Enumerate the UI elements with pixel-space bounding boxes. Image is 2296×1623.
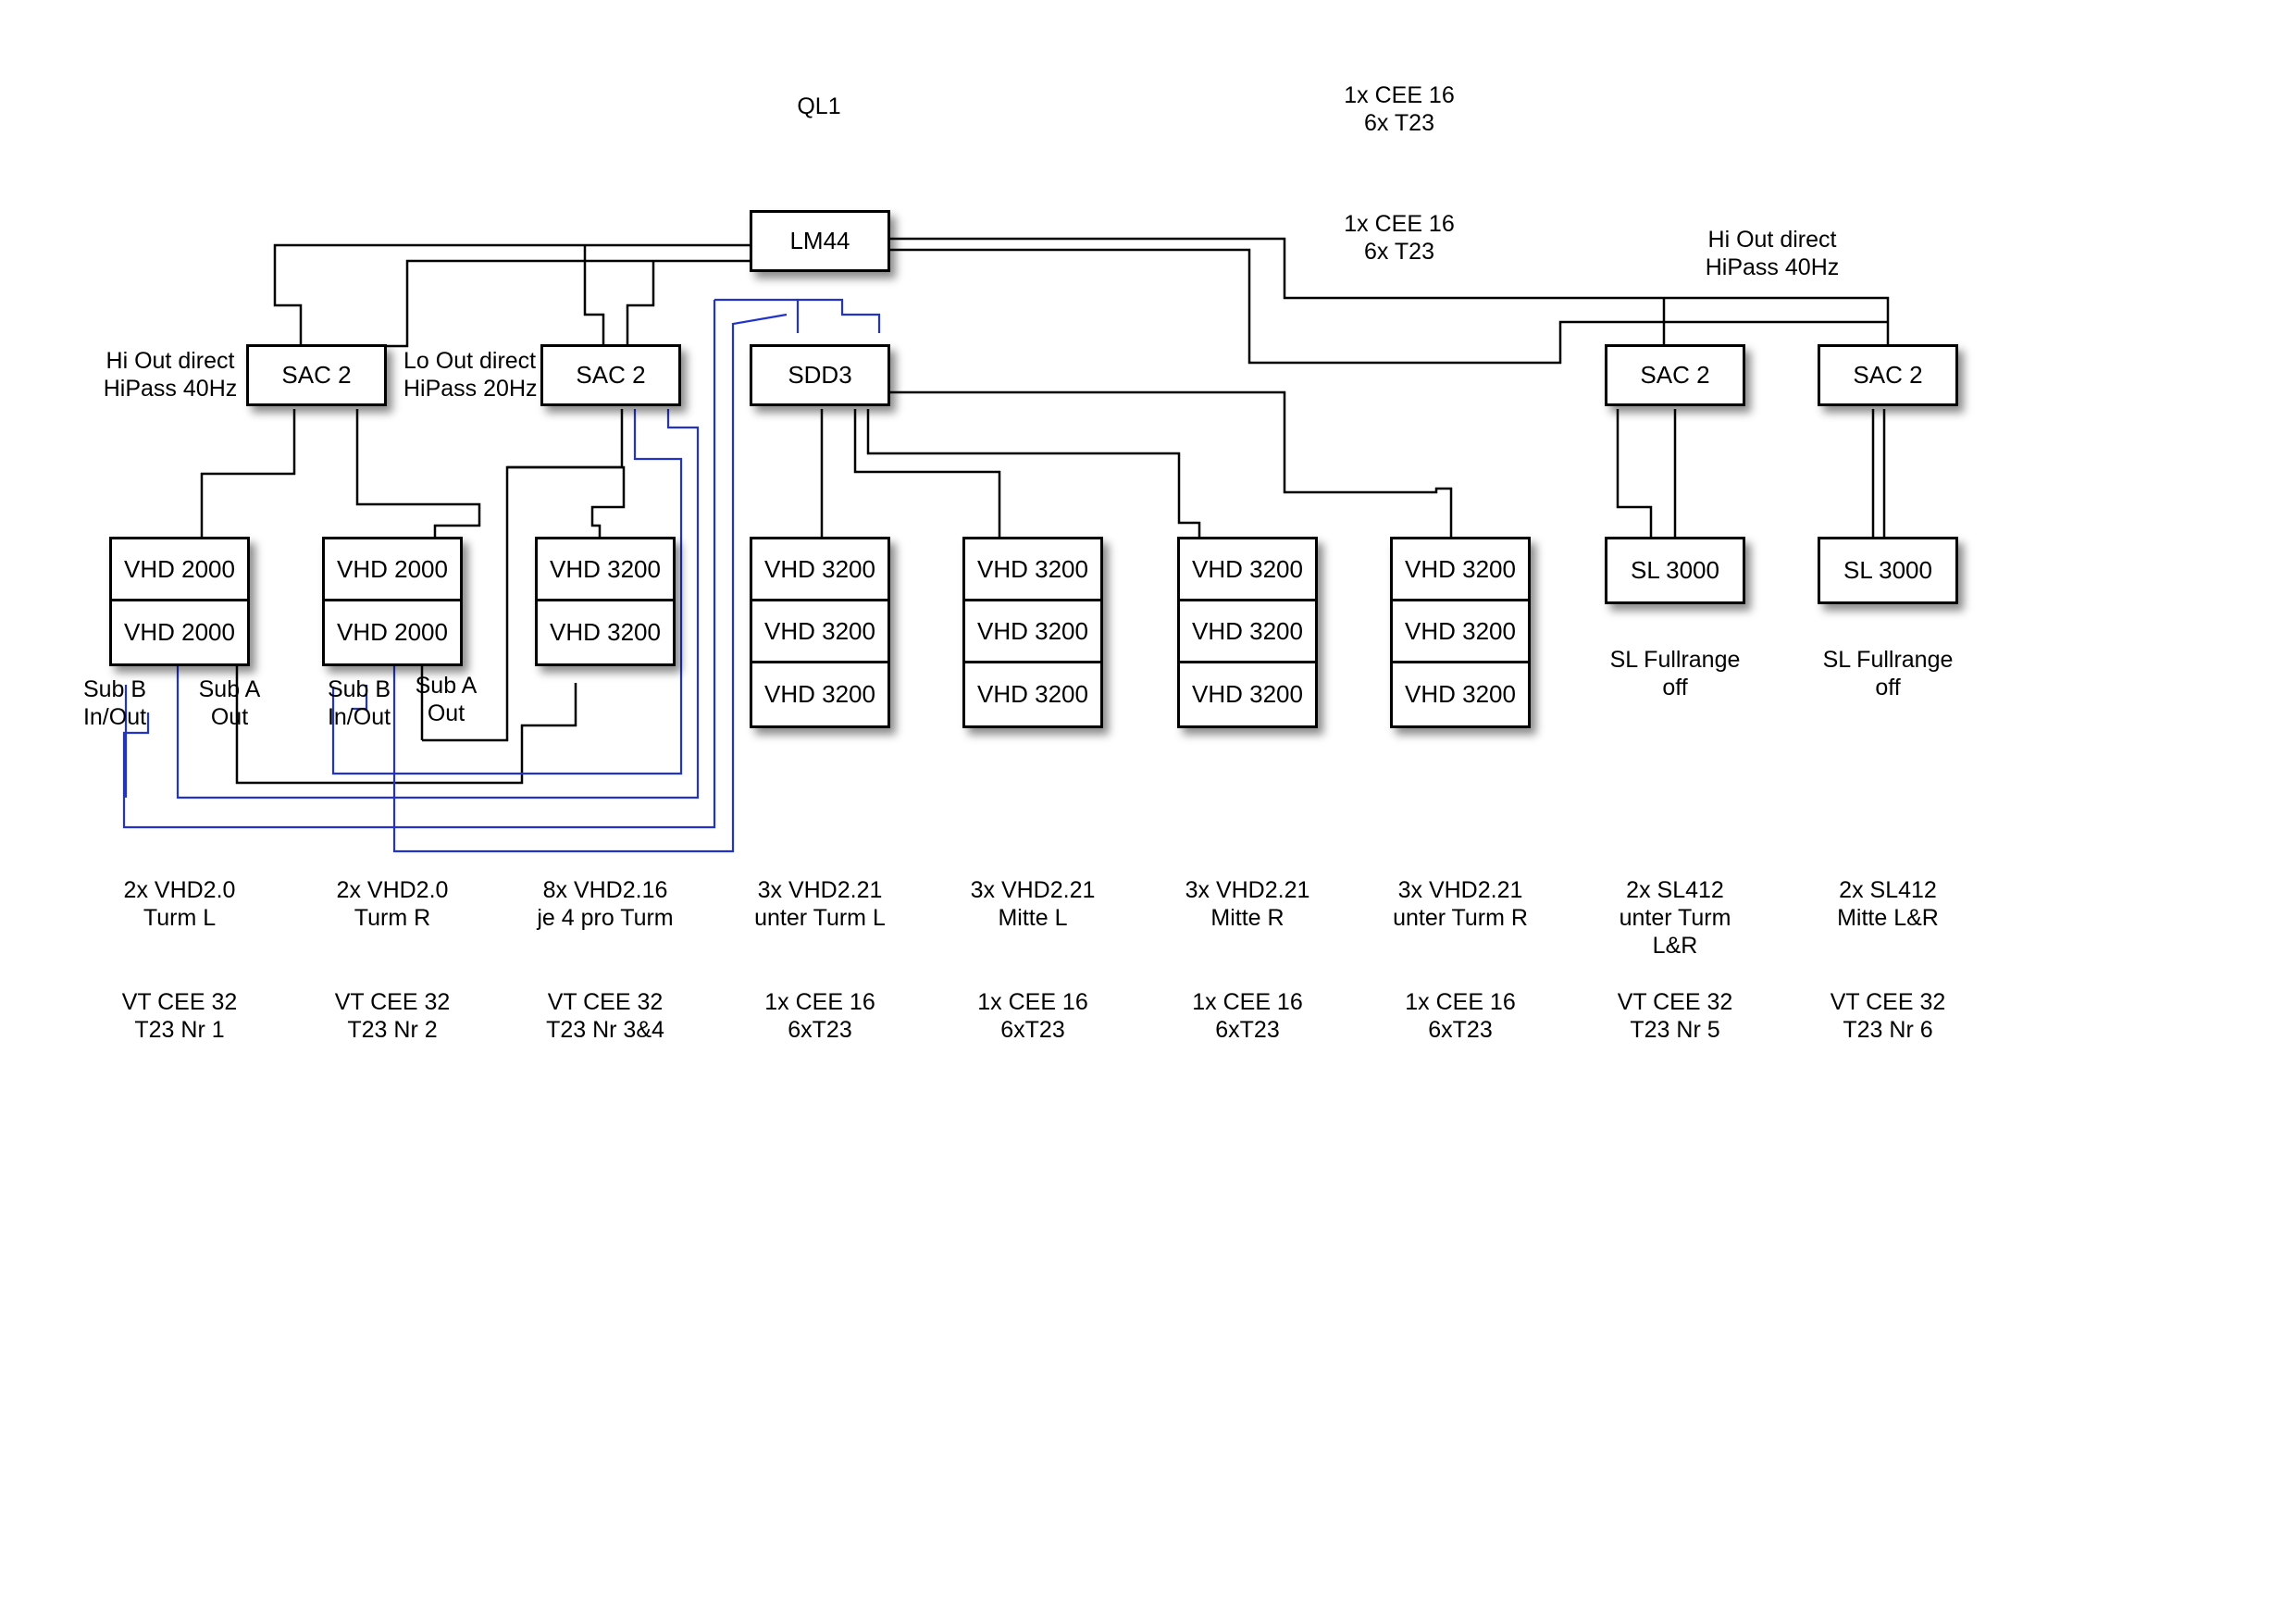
amp-unit: VHD 3200 [550,618,661,646]
amp-unit: VHD 3200 [965,601,1100,663]
amp-unit: VHD 3200 [1405,680,1516,708]
sdd3-processor: SDD3 [750,344,890,406]
amp-unit: VHD 3200 [965,539,1100,601]
amp-unit: VHD 3200 [1393,539,1528,601]
sac2-processor-c: SAC 2 [1605,344,1745,406]
amp-unit: SL 3000 [1631,556,1719,584]
amp-stack-1: VHD 2000 VHD 2000 [109,537,250,666]
amp-stack-8: SL 3000 [1605,537,1745,604]
amp-stack-3: VHD 3200 VHD 3200 [535,537,676,666]
amp-stack-9: SL 3000 [1818,537,1958,604]
amp-unit: VHD 3200 [764,680,875,708]
amp-stack-5: VHD 3200 VHD 3200 VHD 3200 [962,537,1103,728]
amp-unit: SL 3000 [1843,556,1932,584]
amp-unit: VHD 3200 [752,601,887,663]
console-label: QL1 [797,93,841,119]
amp-unit: VHD 2000 [325,539,460,601]
amp-unit: VHD 2000 [337,618,448,646]
sac2-processor-d: SAC 2 [1818,344,1958,406]
amp-stack-2: VHD 2000 VHD 2000 [322,537,463,666]
blue-link-wires [122,298,881,853]
amp-stack-6: VHD 3200 VHD 3200 VHD 3200 [1177,537,1318,728]
amp-stack-7: VHD 3200 VHD 3200 VHD 3200 [1390,537,1531,728]
amp-unit: VHD 3200 [538,539,673,601]
amp-unit: VHD 3200 [752,539,887,601]
amp-unit: VHD 3200 [1393,601,1528,663]
amp-stack-4: VHD 3200 VHD 3200 VHD 3200 [750,537,890,728]
sac2-processor-a: SAC 2 [246,344,387,406]
amp-unit: VHD 3200 [977,680,1088,708]
amp-unit: VHD 3200 [1180,601,1315,663]
black-signal-wires [200,237,1890,785]
sac2-processor-b: SAC 2 [540,344,681,406]
amp-unit: VHD 2000 [112,539,247,601]
lm44-processor: LM44 [750,210,890,272]
amp-unit: VHD 3200 [1192,680,1303,708]
amp-unit: VHD 2000 [124,618,235,646]
amp-unit: VHD 3200 [1180,539,1315,601]
